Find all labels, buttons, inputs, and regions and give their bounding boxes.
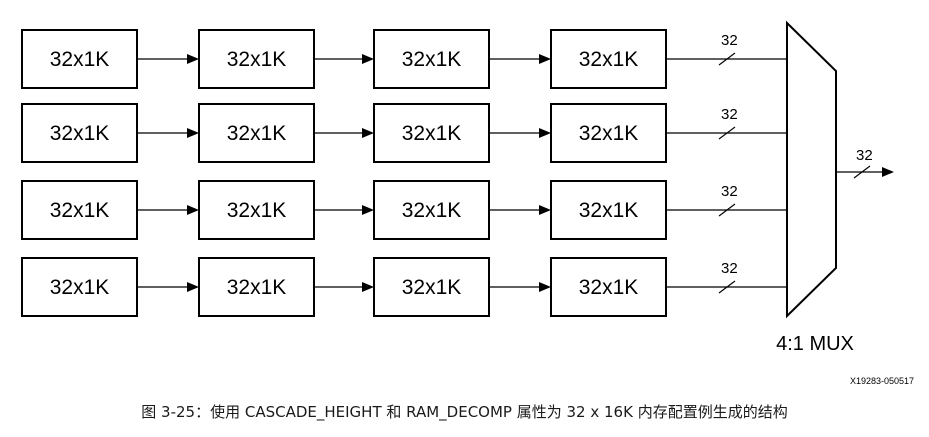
ram-block-r4-c4 [550,257,667,317]
ram-block-r4-c1 [21,257,138,317]
bus-width-slash-1 [718,52,736,66]
cascade-arrowhead-r1-c2 [362,54,374,64]
ram-block-label-r2-c2: 32x1K [227,122,287,145]
ram-block-r1-c4 [550,29,667,89]
ram-block-label-r2-c3: 32x1K [402,122,462,145]
cascade-arrowhead-r1-c1 [187,54,199,64]
ram-block-label-r2-c1: 32x1K [50,122,110,145]
ram-block-label-r3-c1: 32x1K [50,199,110,222]
ram-block-r2-c4 [550,103,667,163]
bus-width-label-3: 32 [721,183,738,200]
ram-block-label-r1-c2: 32x1K [227,48,287,71]
ram-block-label-r4-c1: 32x1K [50,276,110,299]
bus-width-label-2: 32 [721,106,738,123]
bus-width-label-1: 32 [721,32,738,49]
mux-label: 4:1 MUX [776,333,854,355]
ram-block-label-r1-c4: 32x1K [579,48,639,71]
ram-block-r1-c3 [373,29,490,89]
cascade-arrowhead-r2-c3 [539,128,551,138]
mux-4to1 [786,20,837,319]
ram-block-r4-c3 [373,257,490,317]
bus-width-slash-2 [718,126,736,140]
cascade-arrowhead-r3-c2 [362,205,374,215]
ram-block-label-r4-c2: 32x1K [227,276,287,299]
figure-caption: 图 3-25：使用 CASCADE_HEIGHT 和 RAM_DECOMP 属性… [141,403,788,421]
cascade-arrowhead-r2-c2 [362,128,374,138]
bus-width-label-4: 32 [721,260,738,277]
cascade-arrowhead-r1-c3 [539,54,551,64]
output-bus-slash [853,165,871,179]
cascade-arrowhead-r4-c1 [187,282,199,292]
ram-block-label-r3-c4: 32x1K [579,199,639,222]
cascade-arrowhead-r2-c1 [187,128,199,138]
ram-block-label-r4-c3: 32x1K [402,276,462,299]
ram-block-label-r1-c3: 32x1K [402,48,462,71]
ram-block-r3-c1 [21,180,138,240]
ram-block-r1-c1 [21,29,138,89]
ram-block-r2-c2 [198,103,315,163]
cascade-arrowhead-r3-c3 [539,205,551,215]
figure-id: X19283-050517 [850,376,914,386]
ram-block-r3-c3 [373,180,490,240]
output-bus-width-label: 32 [856,147,873,164]
bus-width-slash-3 [718,203,736,217]
ram-block-r4-c2 [198,257,315,317]
cascade-arrowhead-r4-c2 [362,282,374,292]
ram-block-label-r3-c3: 32x1K [402,199,462,222]
ram-block-label-r1-c1: 32x1K [50,48,110,71]
bus-width-slash-4 [718,280,736,294]
cascade-arrowhead-r4-c3 [539,282,551,292]
mux-output-arrowhead [882,167,894,177]
ram-block-r1-c2 [198,29,315,89]
ram-block-label-r4-c4: 32x1K [579,276,639,299]
ram-block-label-r2-c4: 32x1K [579,122,639,145]
cascade-arrowhead-r3-c1 [187,205,199,215]
ram-block-label-r3-c2: 32x1K [227,199,287,222]
ram-block-r2-c1 [21,103,138,163]
